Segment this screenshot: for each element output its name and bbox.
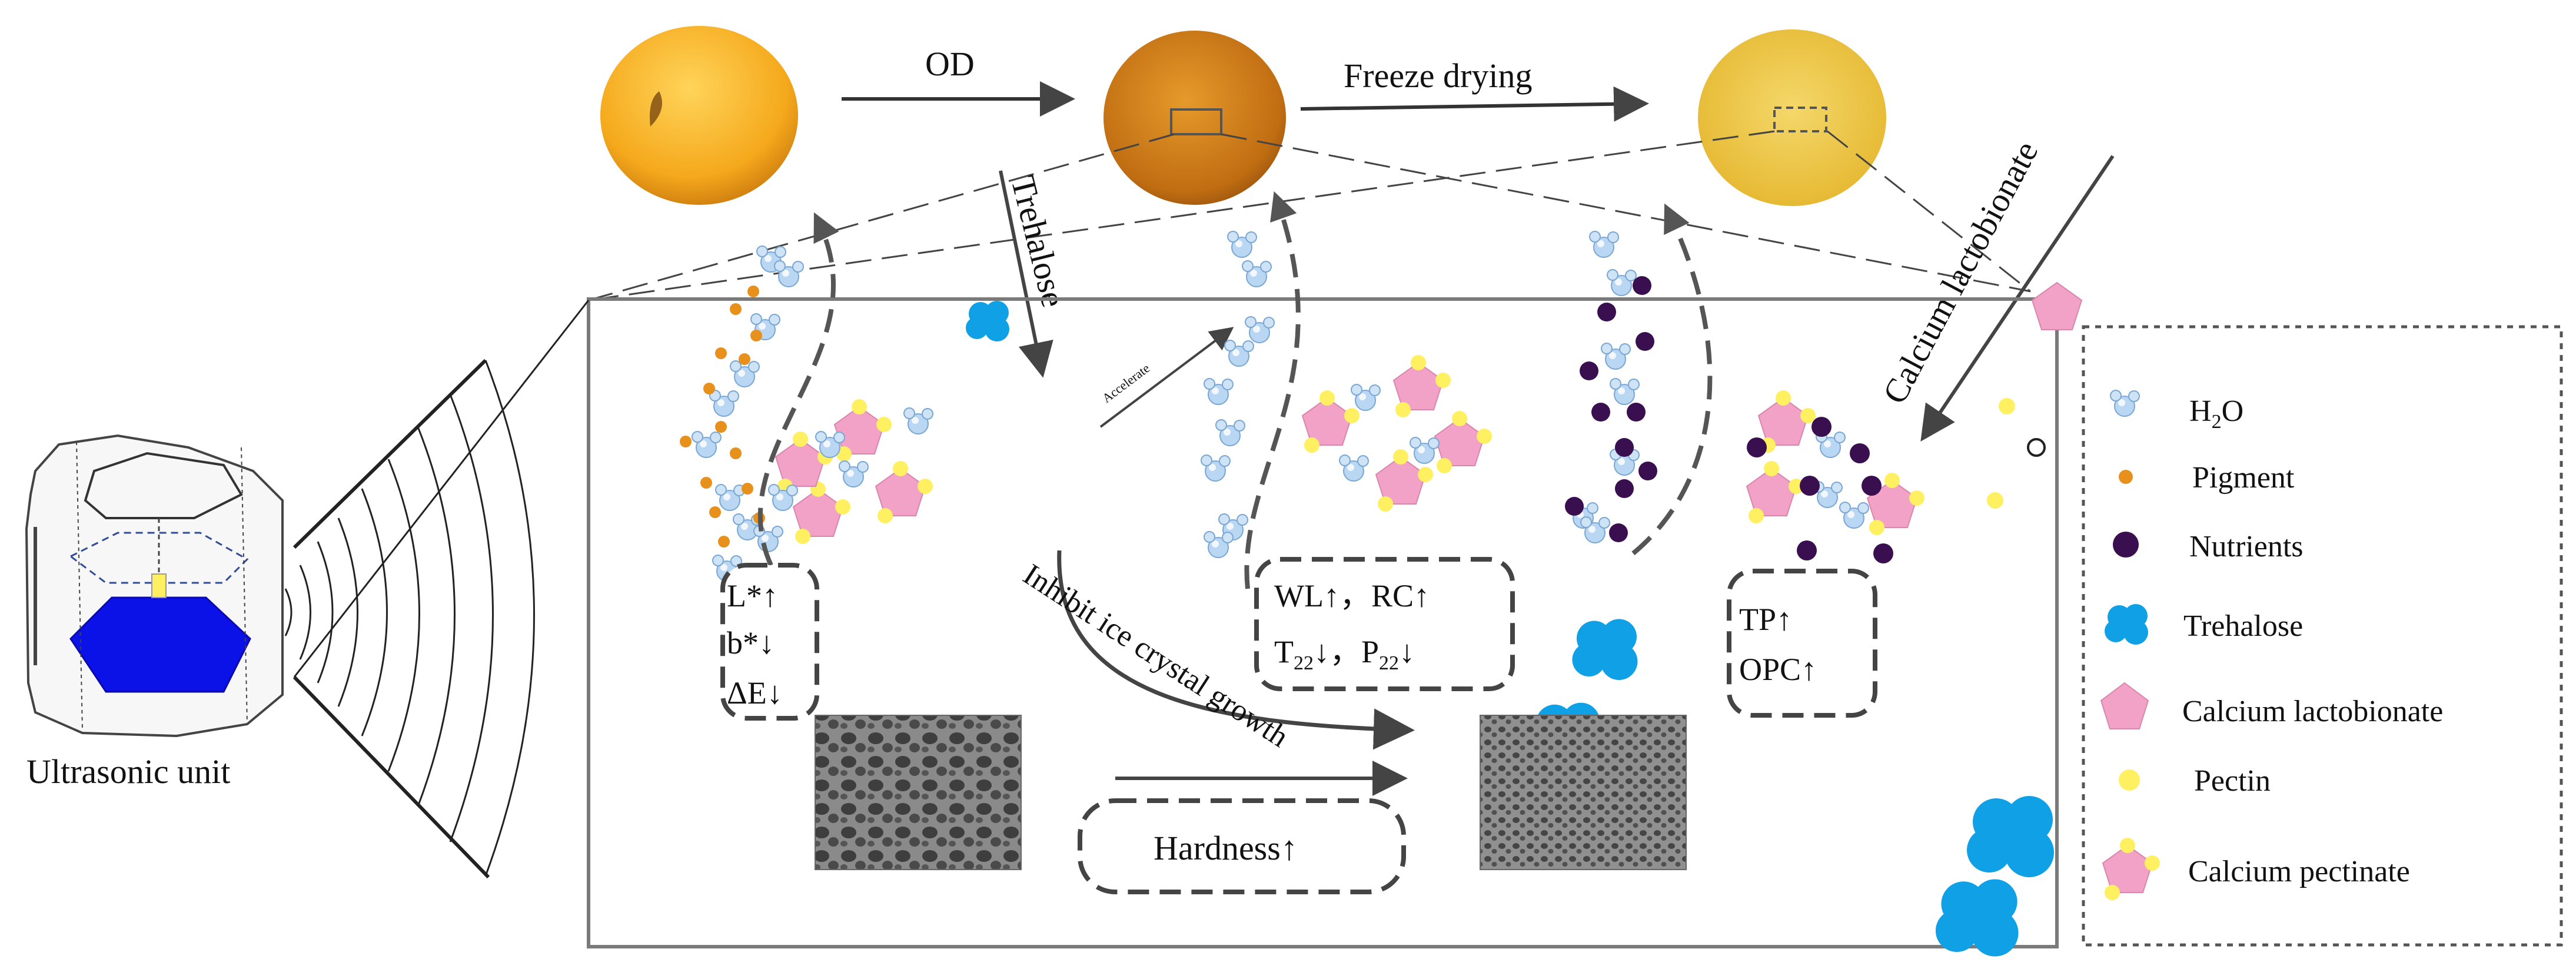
p22-sub: 22 [1379, 652, 1399, 674]
freeze-dried-apricot-image [1698, 29, 1886, 206]
water-dashed-arrow [1244, 191, 1301, 589]
accelerate-label: Accelerate [1099, 360, 1152, 406]
legend-pigment-label: Pigment [2192, 461, 2295, 495]
process-flow: OD Freeze drying [600, 26, 1886, 206]
trehalose-small-icon [966, 301, 1009, 341]
legend-pectin-label: Pectin [2194, 764, 2271, 798]
freeze-drying-arrow [1300, 86, 1649, 122]
color-dashed-arrow [757, 212, 839, 566]
color-result-line-1: L*↑ [727, 578, 778, 613]
hardness-label: Hardness↑ [1154, 829, 1298, 867]
legend-calcium-lactobionate-label: Calcium lactobionate [2182, 695, 2443, 728]
inhibit-label: Inhibit ice crystal growth [1017, 558, 1294, 754]
legend-pectin-icon [2119, 769, 2140, 791]
inhibit-arrow-curve [1057, 550, 1415, 750]
hardness-result-box [1078, 798, 1406, 894]
water-nutrient-cluster [1565, 231, 1657, 543]
calcium-lactobionate-label: Calcium lactobionate [1875, 135, 2046, 410]
legend-box [2082, 325, 2563, 947]
nutrient-result-line-2: OPC↑ [1739, 652, 1817, 687]
sem-image-left [815, 715, 1022, 870]
t22-mid: ↓，P [1314, 634, 1379, 669]
water-result-line-1: WL↑，RC↑ [1274, 578, 1430, 613]
color-result-line-3: ΔE↓ [727, 675, 783, 711]
od-label: OD [925, 45, 975, 83]
t22-sub: 22 [1294, 652, 1314, 674]
calcium-pectinate-cluster-3 [1746, 390, 1925, 563]
color-result-box [720, 563, 819, 721]
calcium-lactobionate-arrow [1920, 155, 2115, 442]
water-result-box [1254, 557, 1515, 691]
ultrasonic-waves [284, 300, 590, 879]
water-cluster-2 [1201, 231, 1275, 558]
sem-image-right [1480, 715, 1687, 870]
p22-end: ↓ [1399, 634, 1415, 669]
legend-trehalose-icon [2105, 604, 2148, 645]
legend-calcium-pectinate-label: Calcium pectinate [2188, 855, 2410, 888]
main-frame [587, 297, 2059, 948]
water-result-line-2: T22↓，P22↓ [1274, 634, 1415, 674]
legend-h2o-label: H2O [2189, 394, 2243, 433]
fresh-apricot-image [600, 26, 798, 205]
legend-nutrients-icon [2113, 532, 2139, 558]
accelerate-arrow [1099, 327, 1234, 428]
calcium-lactobionate-entering [1987, 281, 2083, 509]
t22-t: T [1274, 634, 1294, 669]
nutrient-result-box [1727, 569, 1877, 718]
calcium-pectinate-cluster-2 [1302, 354, 1493, 512]
ultrasonic-unit-label: Ultrasonic unit [26, 752, 230, 791]
legend-trehalose-label: Trehalose [2183, 609, 2303, 643]
legend-nutrients-label: Nutrients [2189, 530, 2304, 563]
calcium-pectinate-cluster-1 [768, 399, 933, 545]
nutrient-result-line-1: TP↑ [1739, 602, 1792, 637]
water-pigment-cluster [680, 246, 804, 582]
freeze-drying-label: Freeze drying [1344, 57, 1532, 95]
trehalose-arrow [999, 170, 1053, 378]
legend: H2O Pigment Nutrients Trehalose Calcium … [2082, 325, 2563, 947]
od-apricot-image [1103, 31, 1286, 205]
legend-pigment-icon [2119, 470, 2133, 484]
legend-calcium-lactobionate-icon [2100, 682, 2149, 729]
ultrasonic-unit-illustration [25, 434, 284, 738]
nutrient-dashed-arrow [1631, 203, 1713, 556]
color-result-line-2: b*↓ [727, 625, 775, 661]
